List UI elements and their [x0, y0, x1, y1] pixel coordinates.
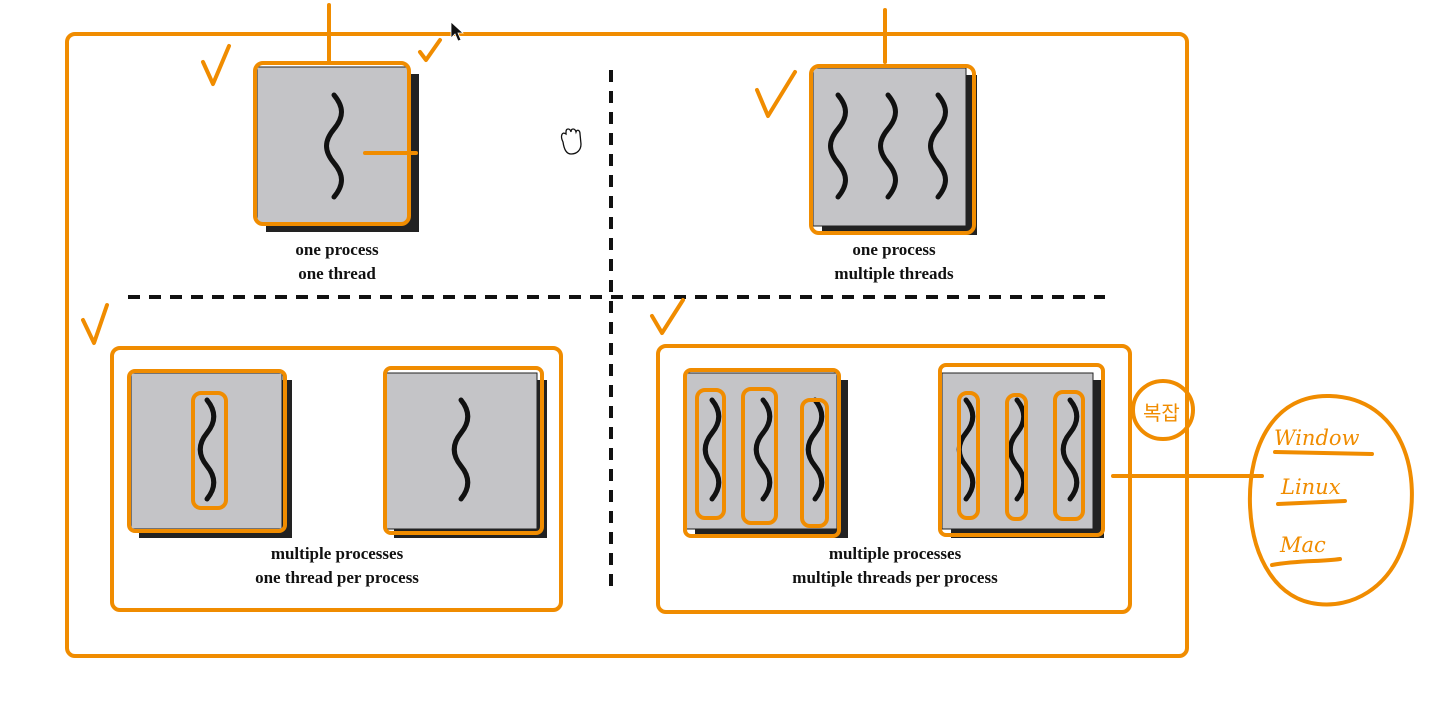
- outer-highlight-frame: [65, 32, 1189, 658]
- caption-line: multiple processes: [270, 544, 404, 563]
- caption-line: one thread per process: [255, 568, 419, 587]
- highlight-thread: [191, 391, 228, 510]
- os-underline: [1273, 450, 1374, 456]
- os-underline: [1270, 557, 1342, 567]
- check-mark: [81, 303, 109, 345]
- arrow-cursor-icon: [450, 21, 465, 42]
- caption-line: multiple threads: [834, 264, 954, 283]
- check-mark: [418, 38, 442, 62]
- os-underline: [1276, 499, 1347, 506]
- highlight-process: [683, 368, 841, 538]
- highlight-bottom-left-group: [110, 346, 563, 612]
- highlight-thread: [800, 398, 829, 528]
- process-box: [385, 372, 547, 538]
- highlight-multithread-process: [809, 64, 976, 235]
- caption-line: multiple processes: [828, 544, 962, 563]
- process-box: [130, 372, 292, 538]
- caption-multiple-processes-multiple-threads: multiple processes multiple threads per …: [745, 542, 1045, 590]
- check-mark: [650, 298, 685, 335]
- highlight-process: [383, 366, 544, 535]
- complex-note: 복잡: [1143, 401, 1180, 425]
- highlight-thread: [1005, 393, 1028, 521]
- process-box: [685, 372, 848, 538]
- highlight-process: [938, 363, 1105, 537]
- highlight-thread: [957, 391, 980, 520]
- process-box-single: [256, 66, 419, 232]
- highlight-single-process: [253, 61, 411, 226]
- complex-note-circle: [1131, 379, 1195, 441]
- caption-multiple-processes-one-thread: multiple processes one thread per proces…: [187, 542, 487, 590]
- check-mark: [201, 44, 231, 86]
- os-item: Window: [1274, 426, 1360, 450]
- caption-line: one thread: [298, 264, 376, 283]
- os-item: Linux: [1280, 475, 1341, 499]
- highlight-bottom-right-group: [656, 344, 1132, 614]
- caption-line: one process: [852, 240, 936, 259]
- check-mark: [755, 70, 797, 118]
- process-box-multithread: [812, 67, 977, 235]
- highlight-thread: [695, 388, 726, 520]
- caption-line: one process: [295, 240, 379, 259]
- os-list-circle: [1247, 393, 1414, 607]
- caption-one-process-one-thread: one process one thread: [237, 238, 437, 286]
- os-item: Mac: [1279, 533, 1326, 557]
- hand-cursor-icon: [560, 128, 582, 155]
- highlight-thread: [1053, 390, 1085, 521]
- highlight-thread: [741, 387, 778, 525]
- highlight-process: [127, 369, 287, 533]
- caption-one-process-multiple-threads: one process multiple threads: [794, 238, 994, 286]
- caption-line: multiple threads per process: [792, 568, 998, 587]
- orange-annotations: [65, 3, 1414, 658]
